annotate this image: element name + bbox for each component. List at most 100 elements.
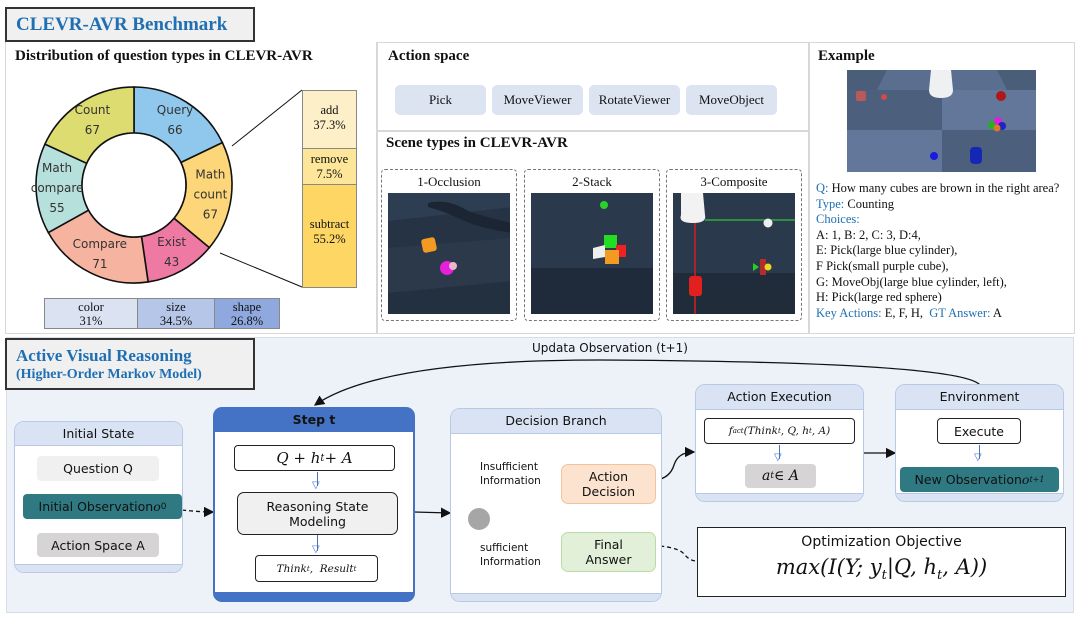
scene-occlusion: 1-Occlusion [381,169,517,321]
action-chip-pick: Pick [395,85,486,115]
breakdown-remove: remove 7.5% [303,149,356,185]
reasoning-line-2: Modeling [289,513,346,529]
query-breakdown: color 31% size 34.5% shape 26.8% [44,298,280,329]
example-type-label: Type: [816,196,845,211]
sufficient-line-2: Information [480,556,541,568]
loop-label: Updata Observation (t+1) [532,341,688,355]
objective-formula-head: max(I(Y; y [775,555,882,579]
action-decision-node: Action Decision [561,464,656,504]
reasoning-line-1: Reasoning State [266,498,369,514]
donut-label-math-compare: 55 [49,201,64,215]
example-key-actions-value: E, F, H, [881,305,923,320]
objective-formula: max(I(Y; yt|Q, ht, A)) [698,555,1065,583]
step-input-sub: t [320,452,325,464]
example-scene-image [847,70,1036,172]
execute-node: Execute [937,418,1021,444]
breakdown-size-label: size [166,300,186,314]
new-observation-math: o [1021,472,1030,487]
benchmark-title-box: CLEVR-AVR Benchmark [5,7,255,42]
step-output-result-sub: t [353,564,357,573]
scene-composite: 3-Composite [666,169,802,321]
step-arrow-2 [317,535,318,551]
final-answer-line-1: Final [594,537,623,552]
action-function-name: f [728,425,733,437]
donut-label-exist: 43 [164,255,179,269]
sufficient-label: sufficient Information [480,541,541,569]
decision-start-node [468,508,490,530]
example-key-actions-label: Key Actions: [816,305,882,320]
scene-stack-label: 2-Stack [572,174,612,189]
new-observation-sub: t+1 [1029,475,1045,484]
action-execution-title: Action Execution [696,385,863,410]
final-answer-node: Final Answer [561,532,656,572]
breakdown-remove-value: 7.5% [316,167,343,181]
question-type-donut-chart: Query66Mathcount67Exist43Compare71Mathco… [31,86,303,288]
action-function-args: (Think [743,425,778,437]
new-observation-label: New Observation [914,472,1022,487]
initial-observation-sub: 0 [160,501,167,512]
example-q-label: Q: [816,181,829,195]
insufficient-line-2: Information [480,475,541,487]
zoom-line-top [231,89,303,147]
step-title: Step t [292,412,336,427]
reasoning-state-modeling-node: Reasoning State Modeling [237,492,398,535]
step-output-think: Think [276,562,307,575]
initial-state-footer [15,564,182,572]
action-chip-rotateviewer: RotateViewer [589,85,680,115]
breakdown-add: add 37.3% [303,91,356,149]
breakdown-subtract: subtract 55.2% [303,185,356,287]
example-choices-label: Choices: [816,212,860,227]
breakdown-shape-label: shape [232,300,262,314]
breakdown-size: size 34.5% [138,299,215,328]
initial-observation-label: Initial Observation [38,499,154,514]
donut-label-math-count: count [193,187,227,201]
scene-occlusion-image [388,193,510,314]
action-execution-footer [696,493,863,501]
decision-branch-footer [451,593,661,601]
scene-occlusion-label: 1-Occlusion [417,174,481,189]
execution-arrow-head: ▽ [774,452,782,463]
decision-branch-title: Decision Branch [451,409,661,434]
action-function-think-sub: t [777,427,781,435]
example-gt-label: GT Answer: [923,305,991,320]
breakdown-color: color 31% [45,299,138,328]
donut-label-math-compare: Math [42,161,72,175]
example-question: How many cubes are brown in the right ar… [828,181,1060,195]
action-decision-line-1: Action [588,469,629,484]
donut-label-compare: 71 [92,257,107,271]
breakdown-add-label: add [320,103,339,117]
objective-formula-mid: |Q, h [886,555,938,579]
final-answer-line-2: Answer [585,552,632,567]
example-type-line: Type: Counting [816,197,1059,213]
environment-title: Environment [896,385,1063,410]
insufficient-label: Insufficient Information [480,460,541,488]
example-choice-line: F Pick(small purple cube), [816,258,949,273]
objective-formula-sub: t [881,568,887,584]
environment-footer [896,493,1063,501]
donut-label-query: Query [157,103,193,117]
action-chip-moveviewer: MoveViewer [492,85,583,115]
step-arrow-1 [317,472,318,486]
breakdown-remove-label: remove [310,152,349,166]
action-function-args-tail: , Q, h [780,425,809,437]
example-type-value: Counting [844,196,894,211]
sufficient-line-1: sufficient [480,542,529,554]
step-output-think-sub: t [306,564,310,573]
environment-arrow [979,445,980,459]
action-decision-line-2: Decision [581,484,636,499]
donut-hole [81,132,187,238]
breakdown-subtract-label: subtract [309,217,350,231]
scene-composite-label: 3-Composite [700,174,768,189]
breakdown-color-label: color [78,300,104,314]
donut-label-math-count: Math [195,167,225,181]
distribution-title: Distribution of question types in CLEVR-… [15,48,313,64]
action-chip-moveobject: MoveObject [686,85,777,115]
scene-stack-image [531,193,653,314]
action-result-tail: ∈ A [774,468,799,484]
example-title: Example [818,48,875,64]
question-node: Question Q [37,456,159,481]
step-input-math: Q + h [276,449,321,467]
